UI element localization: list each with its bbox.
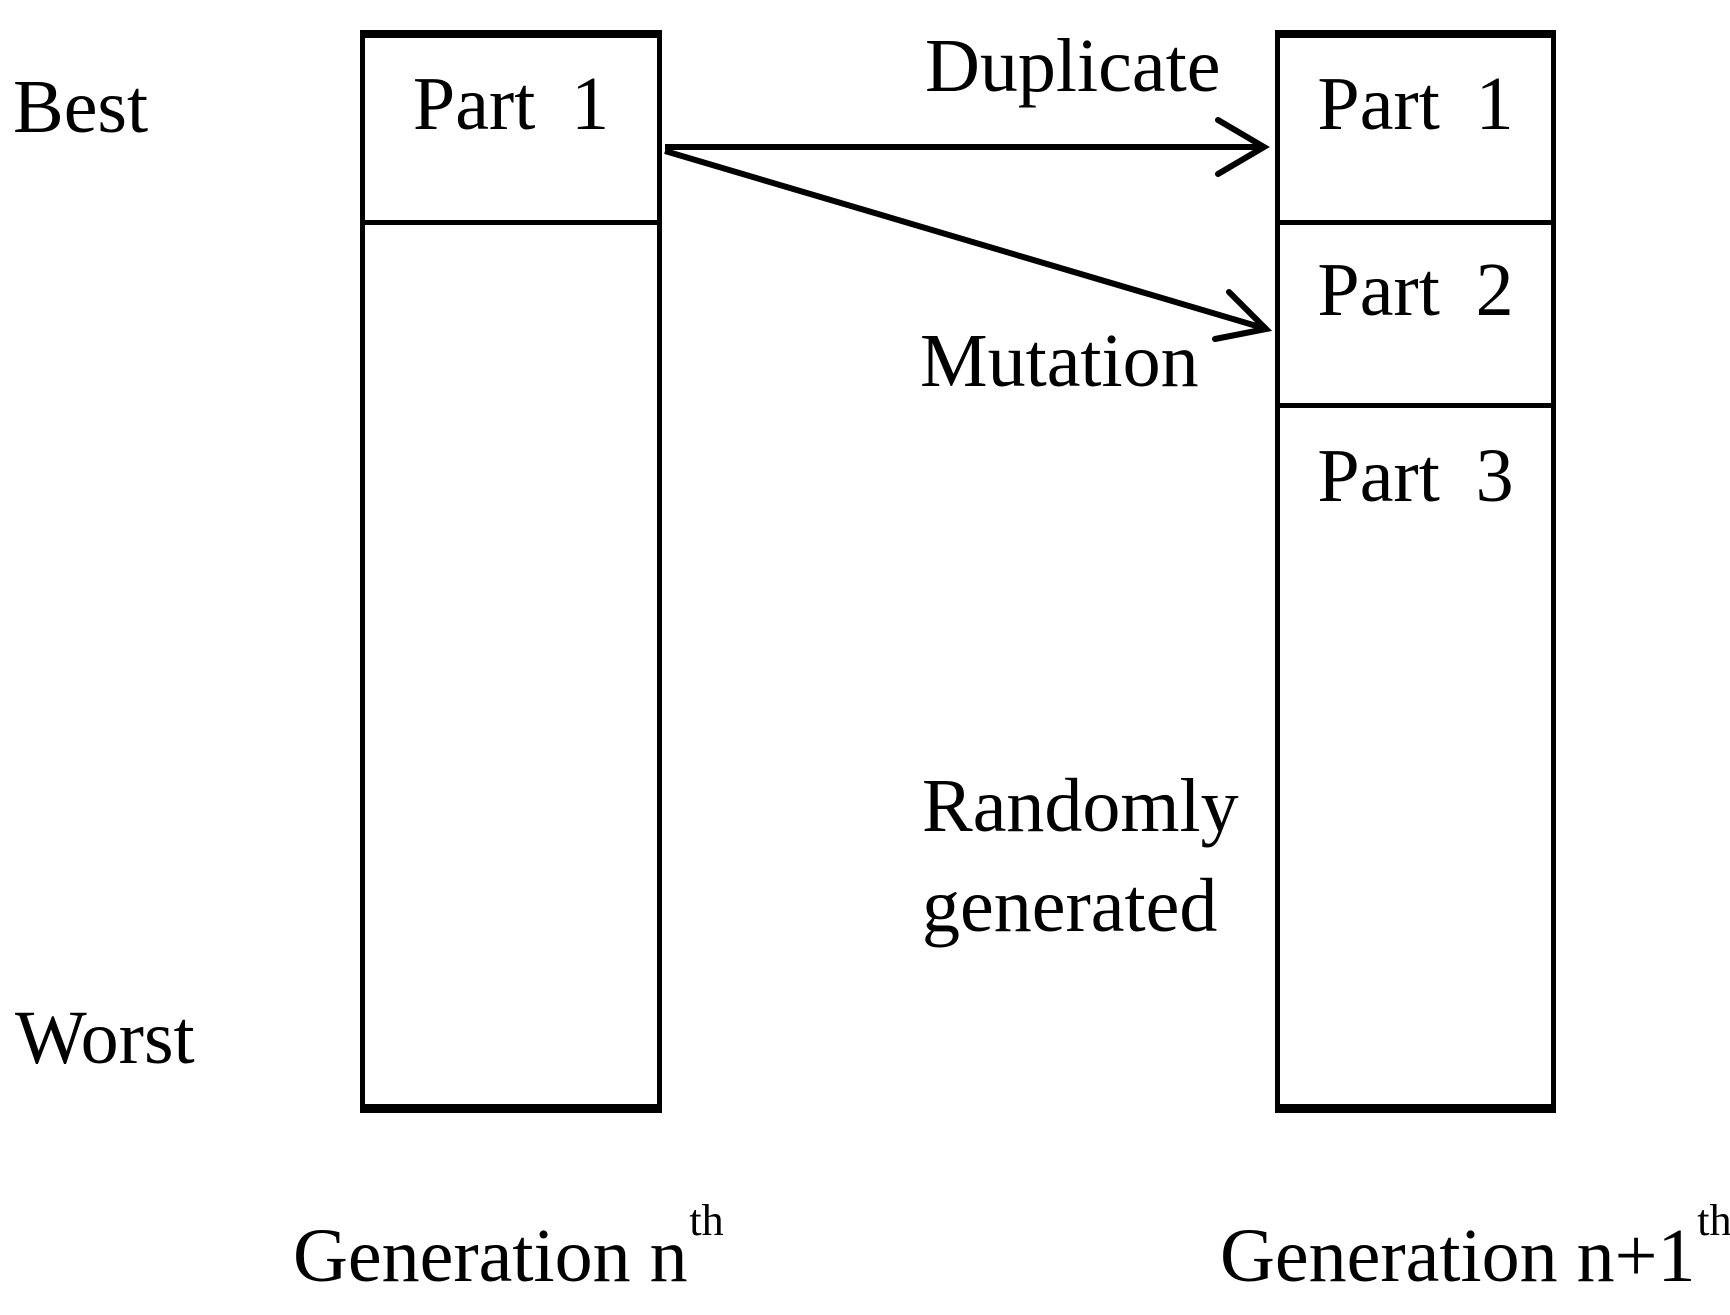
generation-n-part1-label: Part 1 (412, 62, 610, 146)
generation-n1-column: Part 1 Part 2 Part 3 (1275, 30, 1556, 1113)
generation-n1-part2-section: Part 2 (1280, 225, 1551, 408)
generation-n-caption-superscript: th (689, 1195, 724, 1245)
worst-label: Worst (15, 996, 195, 1080)
generation-n1-part1-section: Part 1 (1280, 38, 1551, 225)
generation-n-caption-text: Generation n (293, 1214, 688, 1298)
generation-n-column: Part 1 (360, 30, 662, 1113)
generation-n1-caption-text: Generation n+1 (1220, 1214, 1696, 1298)
generation-n-part1-section: Part 1 (365, 38, 657, 225)
generation-n1-part3-section: Part 3 (1280, 408, 1551, 1104)
generation-n-empty-section (365, 225, 657, 1104)
randomly-generated-label-line1: Randomly (922, 764, 1239, 848)
generation-n1-part2-label: Part 2 (1317, 248, 1514, 332)
duplicate-arrowhead-icon (1215, 117, 1270, 177)
best-label: Best (13, 65, 149, 149)
mutation-arrow (664, 148, 1261, 330)
generation-n1-caption-superscript: th (1697, 1195, 1730, 1245)
generation-n1-part3-label: Part 3 (1317, 434, 1514, 518)
mutation-arrowhead-icon (1212, 289, 1273, 342)
generation-n-caption: Generation nth (293, 1198, 724, 1294)
generation-n1-caption: Generation n+1th (1220, 1198, 1730, 1294)
generation-n1-part1-label: Part 1 (1317, 62, 1514, 146)
randomly-generated-label-line2: generated (922, 864, 1218, 948)
duplicate-arrow-label: Duplicate (925, 24, 1221, 108)
mutation-arrow-label: Mutation (920, 319, 1199, 403)
